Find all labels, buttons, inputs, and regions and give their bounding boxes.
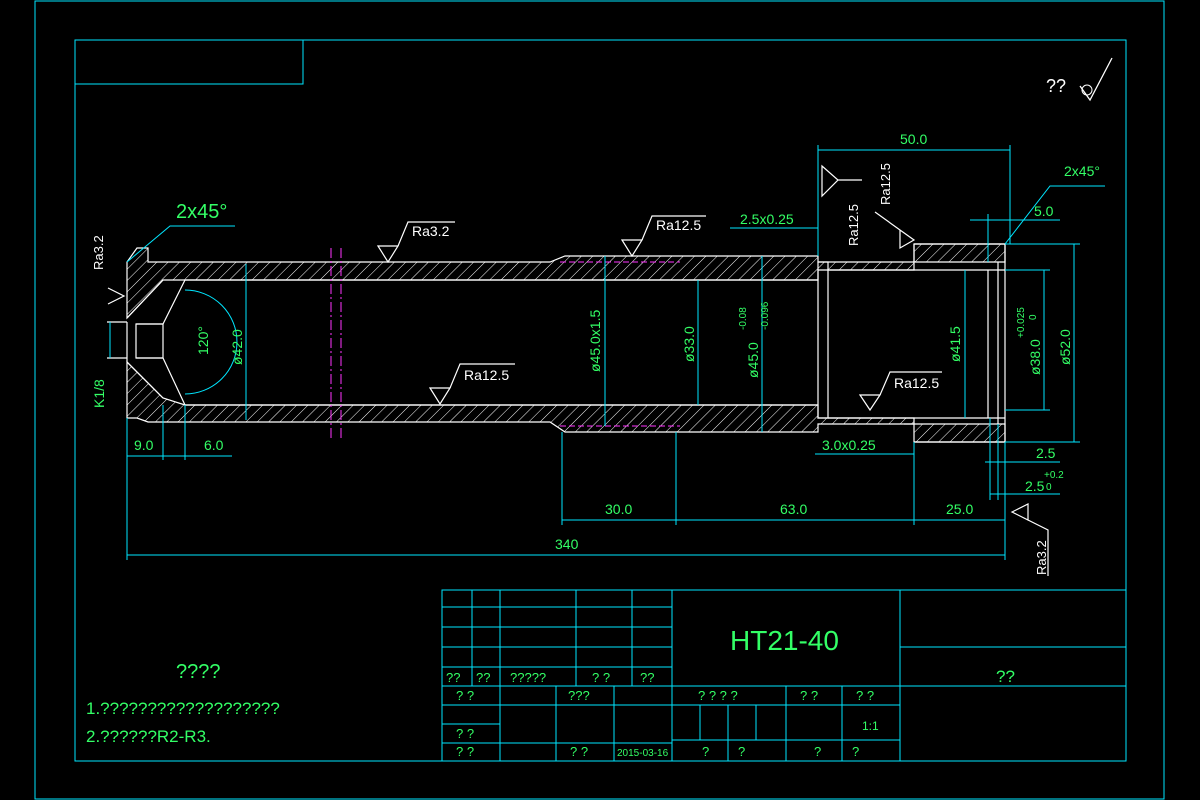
corner-roughness: ?? <box>1046 57 1113 102</box>
dim-d42: ø42.0 <box>229 329 245 365</box>
row-label-0: ?? <box>446 670 460 685</box>
roughness-symbols: Ra3.2 Ra3.2 Ra12.5 Ra12.5 Ra12.5 Ra12.5 … <box>91 163 1049 576</box>
technical-notes: ???? 1.??????????????????? 2.??????R2-R3… <box>86 661 280 746</box>
scale-label: ? ? <box>856 688 874 703</box>
dim-k18: K1/8 <box>91 379 107 408</box>
dim-len9: 9.0 <box>134 437 154 453</box>
dim-d38-lower: 0 <box>1028 314 1039 320</box>
stage-label: ? ? ? ? <box>698 688 738 703</box>
notes-title: ???? <box>176 661 221 683</box>
dim-len50: 50.0 <box>900 131 927 147</box>
ra-right-a: Ra12.5 <box>846 204 861 246</box>
dim-len6: 6.0 <box>204 437 224 453</box>
notes-line2: 2.??????R2-R3. <box>86 727 211 746</box>
dim-d38-upper: +0.025 <box>1016 307 1027 338</box>
designer-label: ? ? <box>456 688 474 703</box>
part-number: HT21-40 <box>730 625 839 656</box>
approve-label: ? ? <box>456 744 474 759</box>
dim-len25: 25.0 <box>946 501 973 517</box>
sheet-a: ? <box>702 744 709 759</box>
check-label: ? ? <box>456 726 474 741</box>
notes-line1: 1.??????????????????? <box>86 699 280 718</box>
dim-d45-upper: -0.08 <box>738 307 749 330</box>
sheet-b: ? <box>738 744 745 759</box>
dim-d45thread: ø45.0x1.5 <box>587 310 603 372</box>
dim-len340: 340 <box>555 536 579 552</box>
ra-top-bore: Ra3.2 <box>412 223 450 239</box>
dim-len2-5: 2.5 <box>1036 445 1056 461</box>
chamfer-right-label: 2x45° <box>1064 163 1100 179</box>
ra-top-step: Ra12.5 <box>656 217 701 233</box>
chamfer-right: 2x45° <box>1004 163 1105 245</box>
date-label: ? ? <box>570 744 588 759</box>
row-label-1: ?? <box>476 670 490 685</box>
scale: 1:1 <box>862 719 879 733</box>
date: 2015-03-16 <box>617 748 669 759</box>
row-label-4: ?? <box>640 670 654 685</box>
chamfer-left: 2x45° <box>126 201 235 263</box>
dim-groove-bottom: 3.0x0.25 <box>822 437 876 453</box>
dim-len2-5b: 2.5 <box>1025 478 1045 494</box>
dim-d41: ø41.5 <box>947 326 963 362</box>
dim-len5: 5.0 <box>1034 203 1054 219</box>
dim-d38: ø38.0 <box>1027 339 1043 375</box>
dimensions: 120° ø42.0 K1/8 ø45.0x1.5 ø33.0 ø45.0 -0… <box>91 131 1080 560</box>
dim-d45-lower: -0.096 <box>760 301 771 330</box>
row-label-3: ? ? <box>592 670 610 685</box>
row-label-2: ????? <box>510 670 546 685</box>
ra-right-end: Ra3.2 <box>1034 540 1049 575</box>
title-block: HT21-40 ?? ?? ?? ????? ? ? ?? ? ? ??? ? … <box>441 589 1127 762</box>
ra-inner: Ra12.5 <box>464 367 509 383</box>
sheet-d: ? <box>852 744 859 759</box>
corner-label: ?? <box>1046 76 1066 96</box>
weight-label: ? ? <box>800 688 818 703</box>
ra-right-inner: Ra12.5 <box>894 375 939 391</box>
dim-groove-top: 2.5x0.25 <box>740 211 794 227</box>
dim-d45: ø45.0 <box>745 342 761 378</box>
dim-d33: ø33.0 <box>681 326 697 362</box>
sheet-c: ? <box>814 744 821 759</box>
dim-len2-5b-lower: 0 <box>1046 482 1052 493</box>
dim-angle: 120° <box>195 326 211 355</box>
dim-len30: 30.0 <box>605 501 632 517</box>
std-label: ??? <box>568 688 590 703</box>
dim-len2-5b-upper: +0.2 <box>1044 470 1064 481</box>
material: ?? <box>996 667 1015 686</box>
ra-left: Ra3.2 <box>91 235 106 270</box>
dim-d52: ø52.0 <box>1057 329 1073 365</box>
chamfer-left-label: 2x45° <box>176 201 227 223</box>
ra-right-b: Ra12.5 <box>878 163 893 205</box>
dim-len63: 63.0 <box>780 501 807 517</box>
